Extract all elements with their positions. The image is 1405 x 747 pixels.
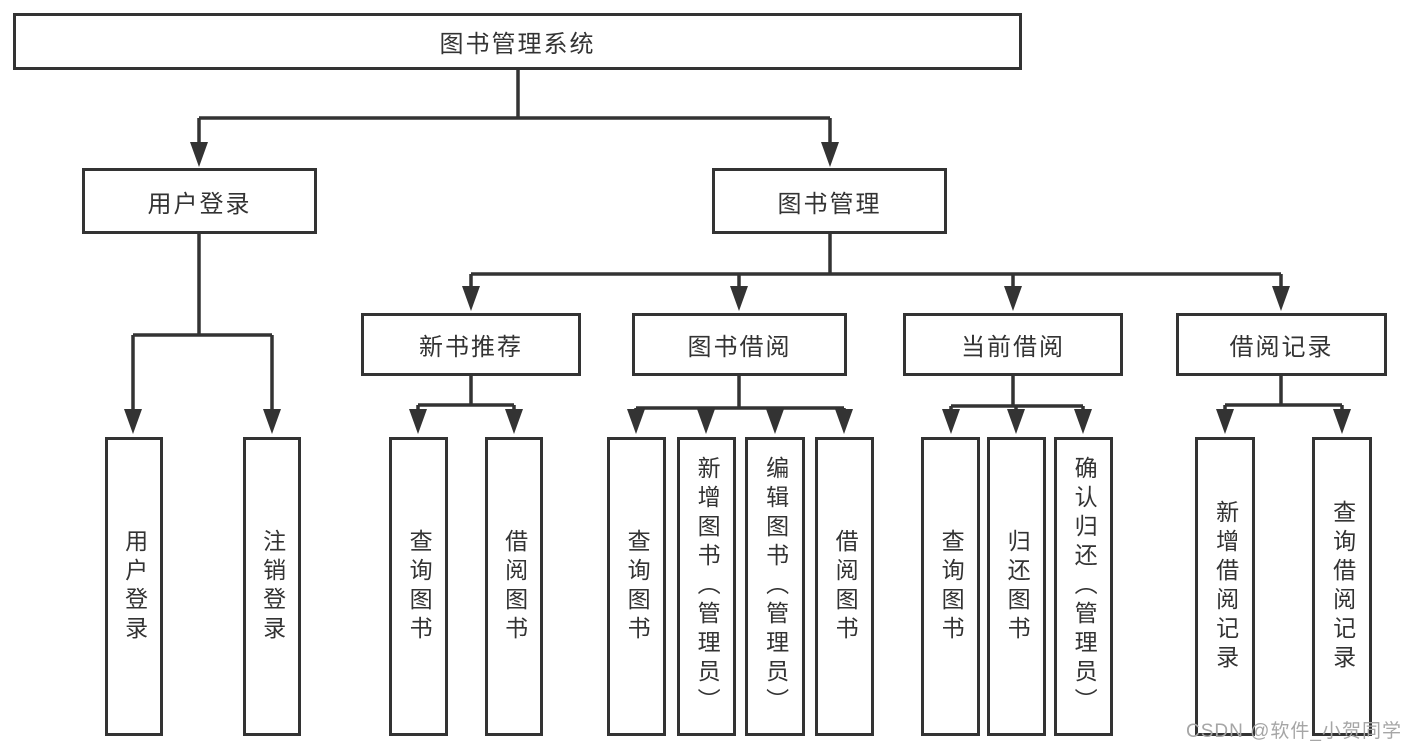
leaf-borrow-books-borrowing: 借阅图书 [815,437,874,736]
arrow-down-icon [1004,286,1022,311]
node-label: 新书推荐 [419,334,523,361]
leaf-logout-login: 注销登录 [243,437,301,736]
leaf-query-books-recommend: 查询图书 [389,437,448,736]
arrow-down-icon [1216,409,1234,434]
connector-book-management-children [469,234,1283,305]
arrowheads [124,142,1351,434]
arrow-down-icon [124,409,142,434]
connector-new-book-children [416,376,516,428]
node-book-borrowing: 图书借阅 [632,313,847,376]
arrow-down-icon [766,409,784,434]
node-label: 新增图书（管理员） [694,456,721,717]
leaf-add-borrow-record: 新增借阅记录 [1195,437,1255,736]
arrow-down-icon [627,409,645,434]
arrow-down-icon [263,409,281,434]
node-library-management-system: 图书管理系统 [13,13,1022,70]
node-label: 编辑图书（管理员） [762,456,789,717]
node-label: 图书借阅 [687,334,792,361]
arrow-down-icon [697,409,715,434]
arrow-down-icon [1074,409,1092,434]
leaf-borrow-books-recommend: 借阅图书 [485,437,543,736]
arrow-down-icon [1007,409,1025,434]
node-label: 新增借阅记录 [1212,499,1239,674]
node-label: 借阅图书 [501,528,528,645]
node-label: 查询图书 [624,528,651,645]
node-user-login: 用户登录 [82,168,317,234]
leaf-query-books-borrowing: 查询图书 [607,437,666,736]
node-label: 当前借阅 [961,334,1065,361]
arrow-down-icon [835,409,853,434]
node-label: 借阅记录 [1229,334,1334,361]
leaf-edit-books-admin: 编辑图书（管理员） [745,437,805,736]
arrow-down-icon [1333,409,1351,434]
connector-borrow-records-children [1223,376,1344,428]
node-book-management: 图书管理 [712,168,947,234]
leaf-user-login: 用户登录 [105,437,163,736]
node-current-borrowing: 当前借阅 [903,313,1123,376]
arrow-down-icon [505,409,523,434]
arrow-down-icon [1272,286,1290,311]
arrow-down-icon [730,286,748,311]
node-borrowing-records: 借阅记录 [1176,313,1387,376]
leaf-query-borrow-record: 查询借阅记录 [1312,437,1372,736]
node-label: 图书管理 [777,190,882,218]
watermark: CSDN @软件_小贺同学 [1186,721,1402,742]
arrow-down-icon [462,286,480,311]
node-label: 借阅图书 [832,528,859,645]
leaf-add-books-admin: 新增图书（管理员） [677,437,736,736]
leaf-query-books-current: 查询图书 [921,437,980,736]
arrow-down-icon [190,142,208,167]
arrow-down-icon [821,142,839,167]
node-label: 确认归还（管理员） [1071,456,1098,717]
node-label: 用户登录 [121,528,148,645]
node-label: 用户登录 [147,190,252,218]
arrow-down-icon [409,409,427,434]
connector-user-login-children [131,234,274,428]
node-label: 注销登录 [259,528,286,645]
leaf-return-books: 归还图书 [987,437,1046,736]
node-label: 查询图书 [938,528,965,645]
connector-root-to-level2 [197,70,832,160]
node-label: 查询图书 [406,528,433,645]
connector-book-borrow-children [634,376,846,428]
node-label: 查询借阅记录 [1329,499,1356,674]
node-new-book-recommendation: 新书推荐 [361,313,581,376]
leaf-confirm-return-admin: 确认归还（管理员） [1054,437,1113,736]
arrow-down-icon [942,409,960,434]
node-label: 归还图书 [1004,528,1031,645]
node-label: 图书管理系统 [439,31,596,58]
